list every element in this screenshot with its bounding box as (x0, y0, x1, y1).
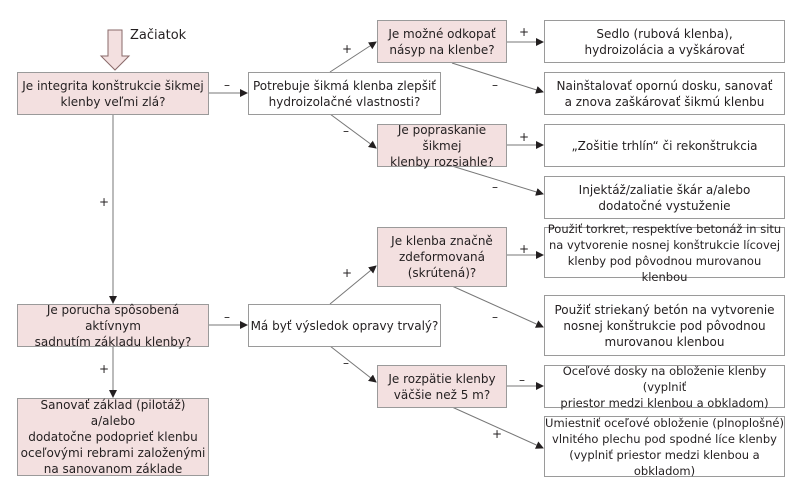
edge-label-no: – (519, 373, 525, 387)
result-support-plate: Nainštalovať opornú dosku, sanovať a zno… (544, 72, 785, 115)
edge-label-yes: + (519, 25, 530, 39)
edge-label-yes: + (492, 427, 503, 441)
edge-label-yes: + (342, 42, 353, 56)
question-deformed: Je klenba značně zdeformovaná (skrútená)… (377, 227, 507, 287)
edge-label-no: – (492, 78, 498, 92)
question-cracking: Je popraskanie šikmej klenby rozsiahle? (377, 123, 507, 169)
question-span: Je rozpätie klenby väčšie než 5 m? (377, 365, 507, 408)
question-integrity: Je integrita konštrukcie šikmej klenby v… (17, 72, 209, 115)
edge-label-no: – (492, 310, 498, 324)
result-stitching: „Zošitie trhlín“ či rekonštrukcia (544, 124, 785, 167)
result-saddle: Sedlo (rubová klenba), hydroizolácia a v… (544, 20, 785, 63)
result-corrugated: Umiestniť oceľové obloženie (plnoplošné)… (544, 415, 785, 478)
start-arrow (99, 29, 131, 71)
question-waterproofing: Potrebuje šikmá klenba zlepšiť hydroizol… (248, 72, 441, 115)
edge-label-yes: + (99, 195, 110, 209)
start-label: Začiatok (130, 28, 187, 43)
result-foundation: Sanovať základ (pilotáž) a/alebo dodatoč… (17, 398, 209, 476)
question-settlement: Je porucha spôsobená aktívnym sadnutím z… (17, 303, 209, 349)
result-steel-plates: Oceľové dosky na obloženie klenby (vypln… (544, 364, 785, 410)
result-torkret: Použiť torkret, respektíve betonáž in si… (544, 222, 785, 284)
edge-label-no: – (343, 124, 349, 138)
edge-label-no: – (224, 310, 230, 324)
question-excavate: Je možné odkopať násyp na klenbe? (377, 20, 507, 63)
edge-label-yes: + (519, 242, 530, 256)
edge-label-no: – (492, 180, 498, 194)
edge-label-yes: + (519, 130, 530, 144)
edge-label-yes: + (99, 362, 110, 376)
question-permanent: Má byť výsledok opravy trvalý? (248, 304, 441, 347)
edge-label-no: – (224, 78, 230, 92)
result-shotcrete: Použiť striekaný betón na vytvorenie nos… (544, 295, 785, 356)
edge-label-no: – (343, 356, 349, 370)
result-injection: Injektáž/zaliatie škár a/alebo dodatočné… (544, 176, 785, 219)
edge-label-yes: + (342, 266, 353, 280)
